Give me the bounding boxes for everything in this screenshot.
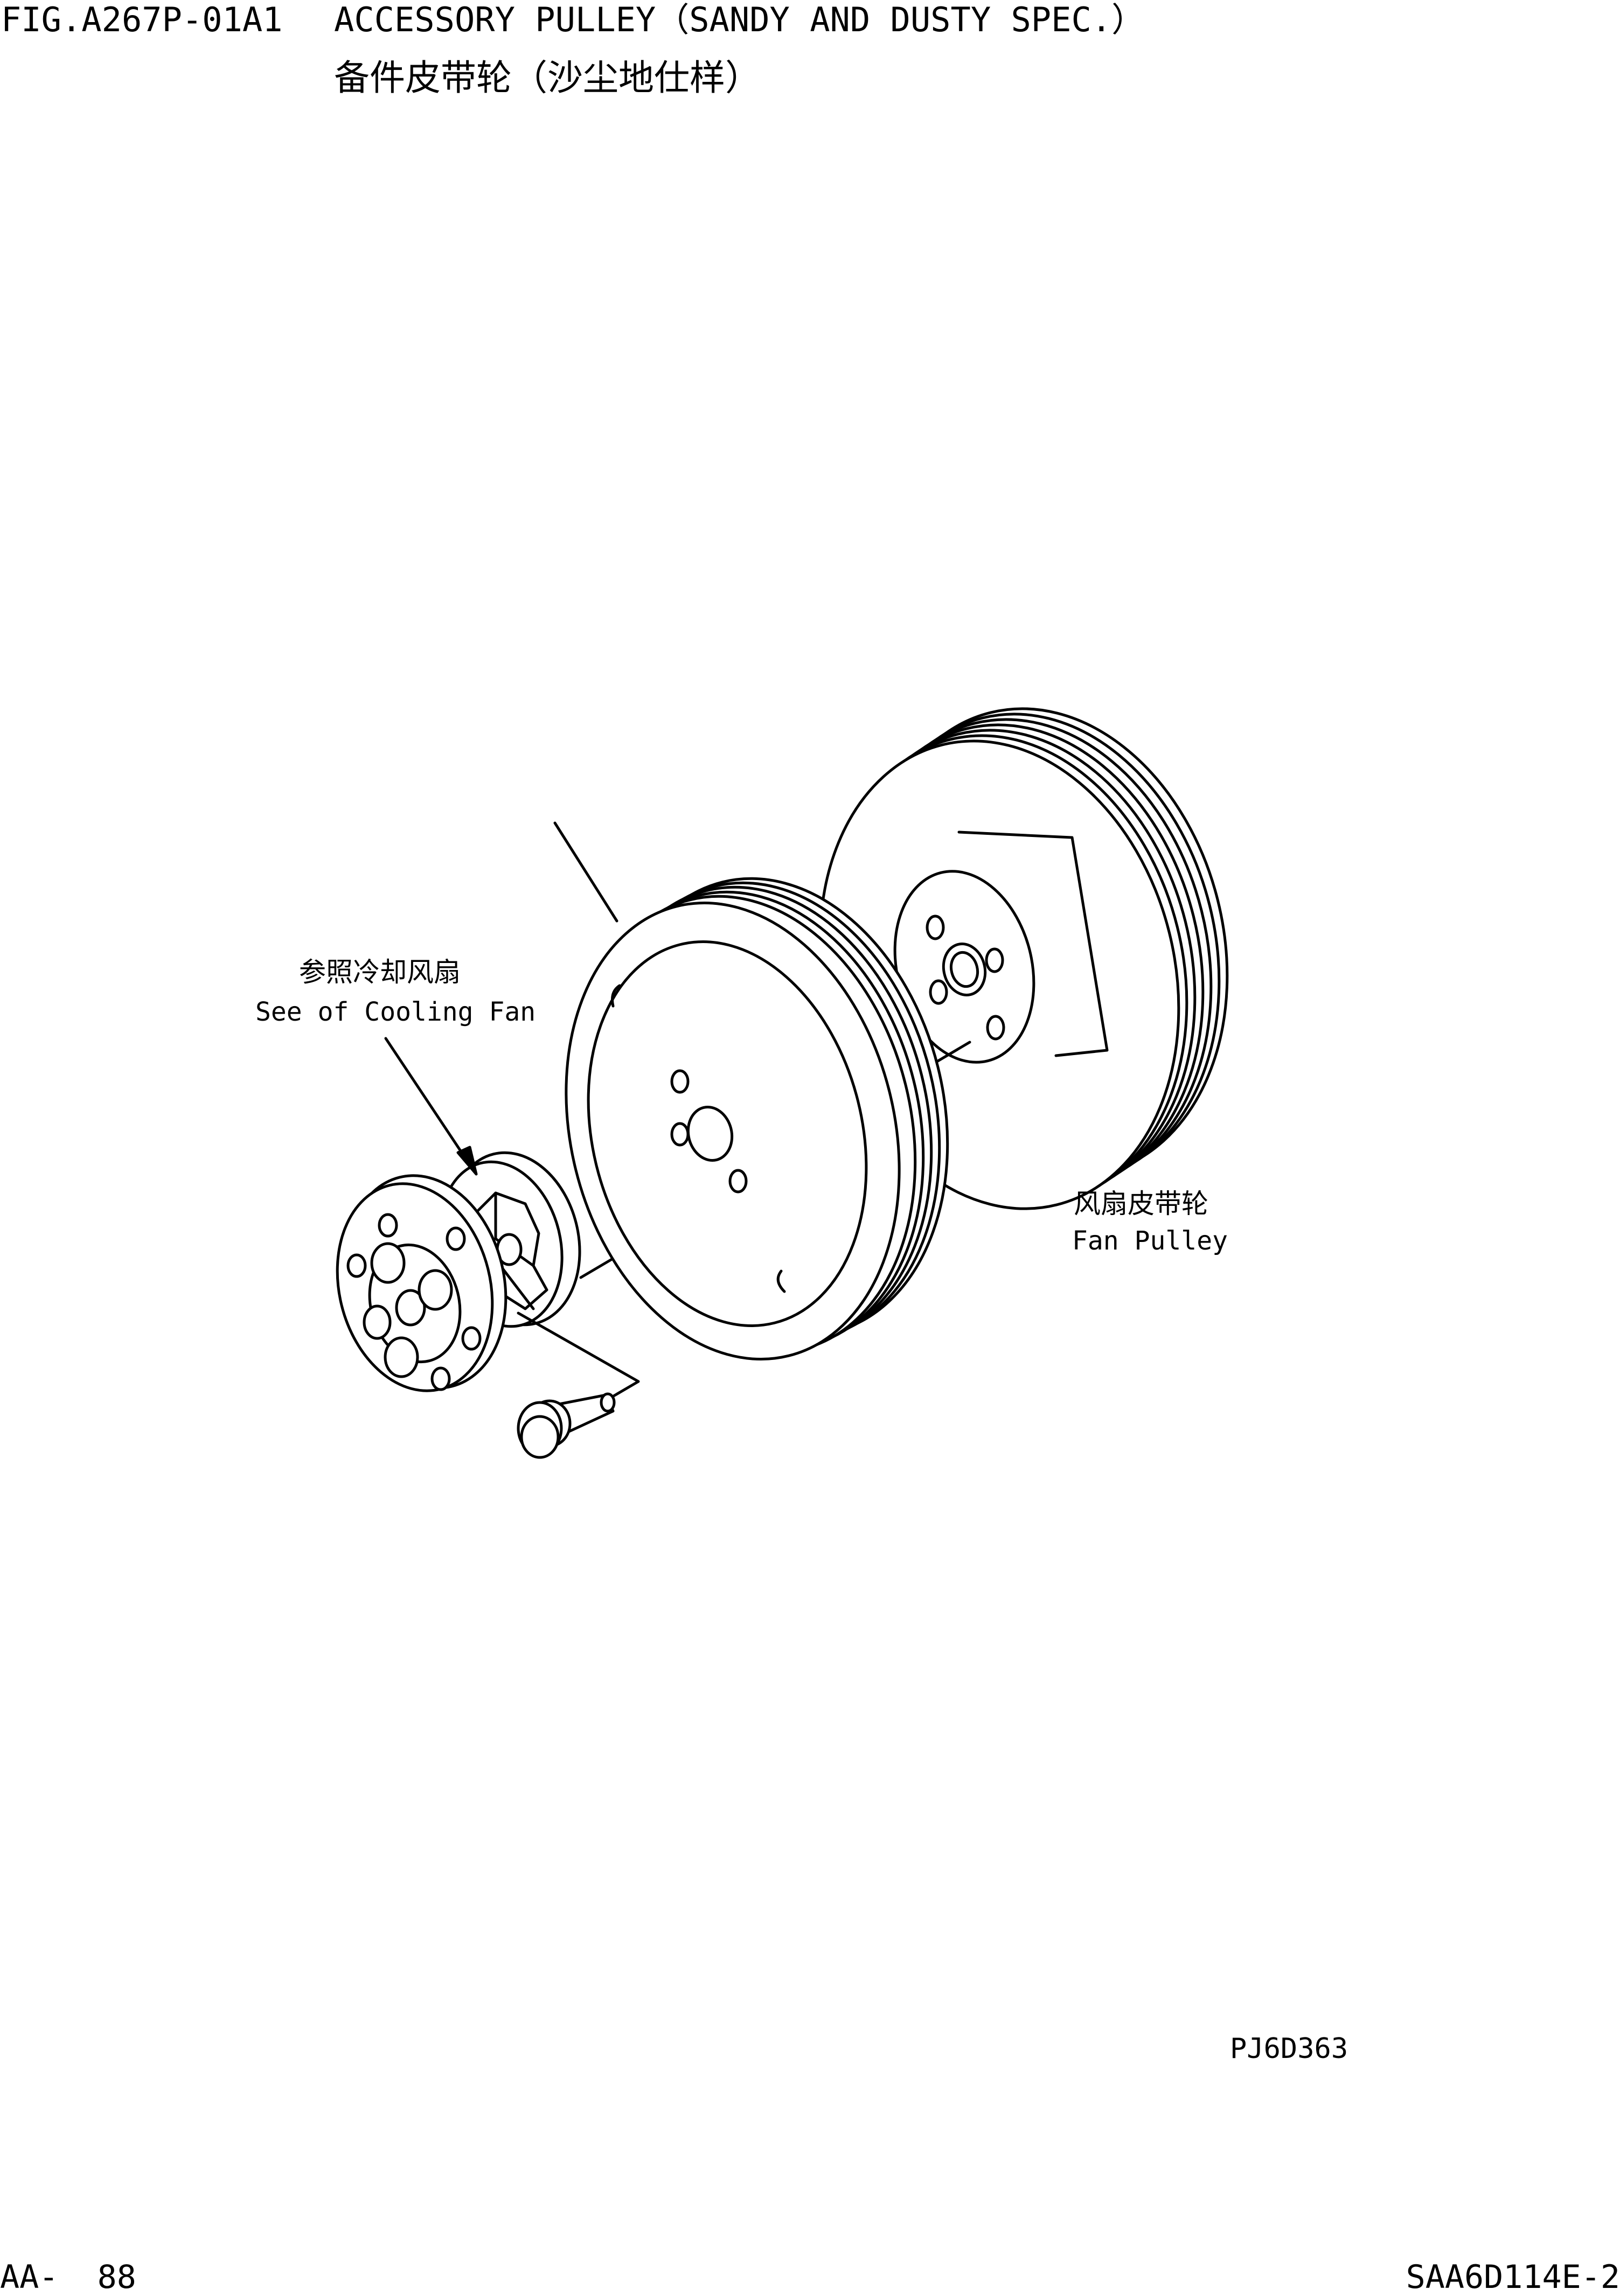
figure-title: ACCESSORY PULLEY（SANDY AND DUSTY SPEC.） <box>334 0 1145 39</box>
cooling-fan-callout-english: See of Cooling Fan <box>255 997 536 1027</box>
fan-pulley-callout-chinese: 风扇皮带轮 <box>1074 1188 1208 1219</box>
accessory-pulley <box>553 821 949 1360</box>
fan-pulley-callout-english: Fan Pulley <box>1072 1226 1228 1256</box>
model-code: SAA6D114E-2 <box>1406 2258 1620 2296</box>
page-number: AA- 88 <box>0 2258 136 2296</box>
figure-title-chinese: 备件皮带轮（沙尘地仕样） <box>334 57 761 99</box>
cooling-fan-callout-chinese: 参照冷却风扇 <box>299 957 461 988</box>
cooling-fan-callout-arrow <box>384 1037 478 1176</box>
figure-code: FIG.A267P-01A1 <box>1 0 283 39</box>
flange-bolt <box>517 1311 640 1459</box>
part-leader-line <box>517 1311 640 1404</box>
drawing-id: PJ6D363 <box>1230 2033 1348 2065</box>
front-flange <box>336 1174 507 1392</box>
part-leader-line <box>553 821 618 923</box>
